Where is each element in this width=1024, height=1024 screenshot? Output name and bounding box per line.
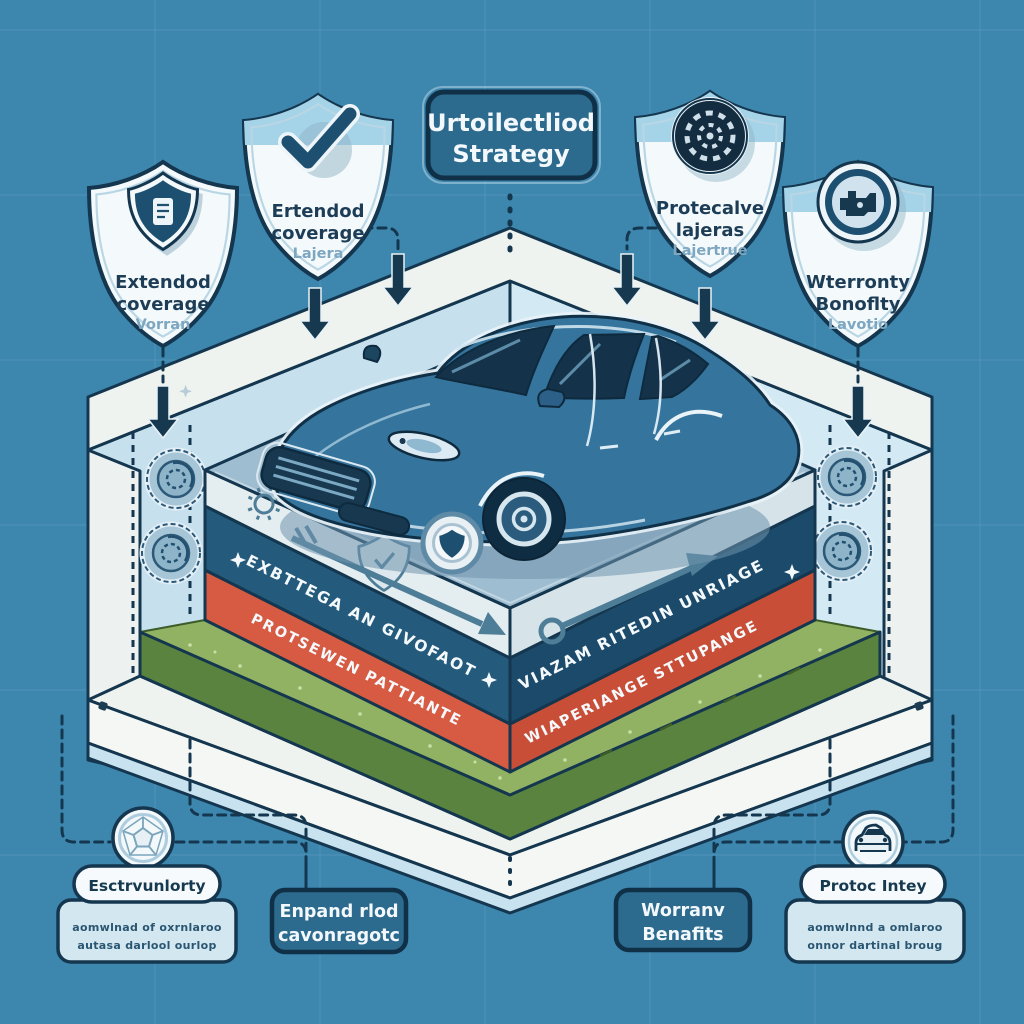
shield-label: Protecalve [656,198,764,219]
connector-right-long [712,840,845,862]
floor-lip [86,741,934,915]
connector-shield2-elbow [348,226,400,251]
callout-bottom-right: Protoc Intey aomwlnnd a omlaroo onnor da… [784,810,966,964]
connector-right-outer [901,714,955,844]
shield-warranty-benefits: Wterronty Bonoflty Lavotio [782,160,934,348]
car-mirror-left [362,344,382,364]
shield-label: lajeras [676,220,744,241]
shield-label: coverage [271,223,364,244]
connector-shield3-elbow [625,226,672,251]
title-line2: Strategy [452,140,570,168]
note-right-line1: aomwlnnd a omlaroo [807,921,942,934]
car-lower-intake [337,502,411,536]
label-line2: cavonragotc [278,926,400,946]
shield-sublabel: Vorran [136,317,191,333]
label-warranty-benefits: Worranv Benafits [613,887,753,953]
shield-extended-coverage-left: Extendod coverage Vorran [87,160,239,348]
floor-dot-left [98,701,108,711]
floor-dot-right [914,701,924,711]
label-line1: Worranv [641,901,725,921]
shield-label: Ertendod [272,201,365,222]
shield-label: Wterronty [806,272,910,293]
label-line2: Benafits [642,925,723,945]
gear-emblem-icon [142,524,200,582]
connector-left-outer [60,714,112,844]
document-badge-icon [127,171,203,256]
green-texture [188,643,822,780]
car-wheel-arches [478,409,723,507]
car-windshield [434,324,556,397]
shield-protective-layers: Protecalve lajeras Lajertrue [634,90,786,278]
mesh-ball-icon [111,806,175,870]
car-roofline-highlight [455,324,677,351]
check-icon [278,104,360,178]
connector-left-long [174,840,308,862]
gear-disc-icon [671,97,755,182]
gear-emblem-icon [818,448,876,506]
title-box: Urtoilectliod Strategy [422,86,601,184]
pill-left-label: Esctrvunlorty [88,877,205,895]
shield-sublabel: Lavotio [828,317,888,333]
pill-left [72,864,222,904]
note-right-line2: onnor dartinal broug [807,939,942,952]
note-left-line2: autasa darlool ourlop [77,939,216,952]
title-line1: Urtoilectliod [427,109,595,137]
shield-label: Extendod [115,272,211,293]
green-layer-face [138,630,882,841]
car-mirror-right [537,387,566,409]
car-door-seams [585,333,662,447]
shield-extended-coverage-check: Ertendod coverage Lajera [242,93,394,281]
gear-emblem-icon [813,522,871,580]
dotted-connectors [304,193,716,892]
connector-right-mid [712,738,832,862]
label-line1: Enpand rlod [279,902,398,922]
label-expanded-coverage: Enpand rlod cavonragotc [269,887,409,955]
shield-sublabel: Lajera [293,246,344,262]
shield-label: Bonoflty [816,294,901,315]
car-door-handles [599,429,681,450]
green-dashes [599,666,801,758]
shield-label: coverage [116,294,209,315]
gear-emblem-icon [147,450,205,508]
car-rear-window [638,334,710,401]
car-front-wheel [482,477,566,561]
shield-sublabel: Lajertrue [672,243,747,259]
car [256,311,804,579]
car-headlight [387,430,461,462]
connectors [60,226,955,862]
note-left-line1: aomwlnad of oxrnlaroo [72,921,222,934]
pill-right-label: Protoc Intey [819,877,926,895]
pill-right [799,864,947,904]
protection-badge-disc [420,511,484,575]
engine-badge-icon [816,160,906,251]
car-front-icon [841,810,905,874]
connector-left-mid [188,738,308,862]
callout-bottom-left: Esctrvunlorty aomwlnad of oxrnlaroo auta… [56,806,238,964]
car-grille [256,441,376,517]
